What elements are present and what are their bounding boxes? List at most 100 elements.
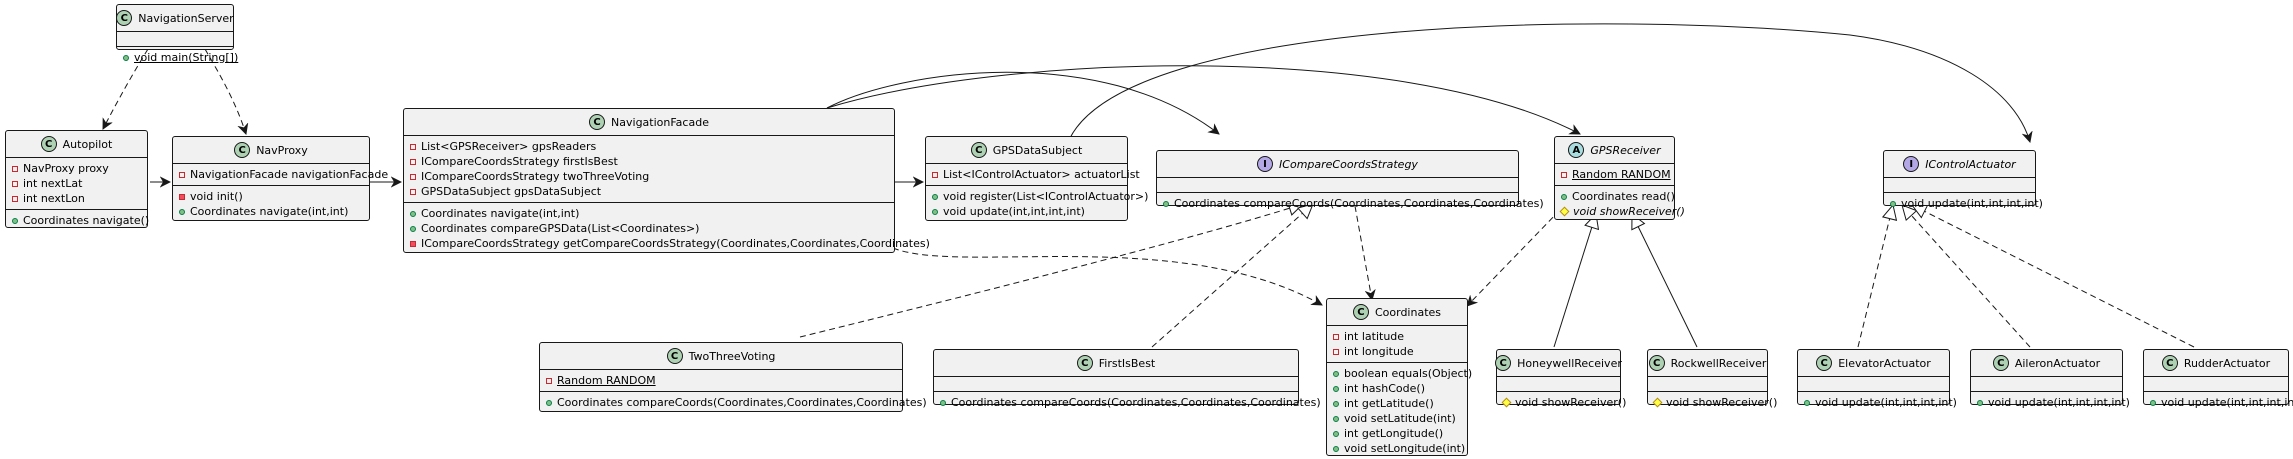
interface-name: ICompareCoordsStrategy [1279, 157, 1418, 171]
public-method-icon [1333, 400, 1339, 407]
private-field-icon [1333, 348, 1339, 355]
edge-facade-icompare [826, 71, 1219, 134]
class-name: AileronActuator [2014, 356, 2101, 370]
method: void showReceiver() [1515, 396, 1627, 409]
interface-badge-icon: I [1903, 156, 1920, 172]
public-method-icon [1333, 415, 1339, 422]
private-field-icon [12, 165, 18, 172]
method: Coordinates navigate(int,int) [190, 205, 349, 218]
class-badge-icon: C [1352, 304, 1369, 320]
method: void init() [190, 190, 243, 203]
class-badge-icon: C [589, 114, 606, 130]
public-method-icon [932, 193, 938, 200]
public-method-icon [546, 399, 552, 406]
field: List<GPSReceiver> gpsReaders [421, 140, 597, 153]
public-method-icon [1804, 399, 1810, 406]
method: int getLatitude() [1344, 397, 1434, 410]
class-badge-icon: C [666, 348, 683, 364]
edge-twothree-realizes-icompare [799, 204, 1303, 338]
class-name: NavigationFacade [611, 115, 709, 129]
class-name: GPSReceiver [1590, 143, 1661, 157]
edge-elevator-realizes-icontrol [1857, 205, 1893, 348]
method: Coordinates read() [1572, 190, 1675, 203]
public-method-icon [12, 217, 18, 224]
field: int latitude [1344, 330, 1405, 343]
method: void update(int,int,int,int) [943, 205, 1085, 218]
private-field-icon [12, 195, 18, 202]
public-method-icon [1561, 193, 1567, 200]
protected-method-icon [1501, 397, 1512, 408]
method: void main(String[]) [134, 51, 239, 64]
class-badge-icon: C [1648, 355, 1665, 371]
public-method-icon [940, 399, 946, 406]
field: NavProxy proxy [23, 162, 109, 175]
public-method-icon [410, 210, 416, 217]
class-badge-icon: C [1992, 355, 2009, 371]
public-method-icon [1890, 200, 1896, 207]
field: Random RANDOM [1572, 168, 1671, 181]
class-gps-data-subject[interactable]: C GPSDataSubject List<IControlActuator> a… [925, 136, 1148, 221]
edge-server-navproxy [204, 48, 246, 134]
class-name: TwoThreeVoting [688, 349, 776, 363]
class-honeywell-receiver[interactable]: C HoneywellReceiver void showReceiver() [1495, 349, 1626, 409]
class-badge-icon: C [1816, 355, 1833, 371]
edge-server-autopilot [103, 48, 149, 129]
class-name: FirstIsBest [1098, 356, 1156, 370]
edge-icompare-coordinates [1354, 205, 1372, 300]
class-badge-icon: C [1076, 355, 1093, 371]
interface-name: IControlActuator [1925, 157, 2016, 171]
class-name: GPSDataSubject [992, 143, 1083, 157]
field: ICompareCoordsStrategy firstIsBest [421, 155, 618, 168]
method: void setLatitude(int) [1344, 412, 1456, 425]
class-badge-icon: C [116, 10, 133, 26]
public-method-icon [1333, 385, 1339, 392]
interface-icompare-coords-strategy[interactable]: I ICompareCoordsStrategy Coordinates comp… [1156, 150, 1544, 210]
private-field-icon [179, 171, 185, 178]
field: int nextLon [23, 192, 85, 205]
public-method-icon [1163, 200, 1169, 207]
private-field-icon [932, 171, 938, 178]
method: boolean equals(Object) [1344, 367, 1473, 380]
method: Coordinates compareCoords(Coordinates,Co… [1174, 197, 1544, 210]
interface-icontrol-actuator[interactable]: I IControlActuator void update(int,int,in… [1883, 150, 2043, 210]
public-method-icon [179, 208, 185, 215]
field: int longitude [1344, 345, 1414, 358]
class-rockwell-receiver[interactable]: C RockwellReceiver void showReceiver() [1647, 349, 1777, 409]
method: void register(List<IControlActuator>) [943, 190, 1149, 203]
class-navigation-facade[interactable]: C NavigationFacade List<GPSReceiver> gpsR… [403, 108, 930, 253]
method: void setLongitude(int) [1344, 442, 1466, 455]
class-name: HoneywellReceiver [1517, 356, 1622, 370]
public-method-icon [1333, 430, 1339, 437]
class-badge-icon: C [970, 142, 987, 158]
class-name: NavProxy [256, 143, 308, 157]
field: Random RANDOM [557, 374, 656, 387]
method: ICompareCoordsStrategy getCompareCoordsS… [421, 237, 930, 250]
class-first-is-best[interactable]: C FirstIsBest Coordinates compareCoords(C… [933, 349, 1321, 409]
method: Coordinates navigate(int,int) [421, 207, 580, 220]
private-method-icon [179, 193, 185, 200]
method: void showReceiver() [1666, 396, 1778, 409]
method: void update(int,int,int,int) [1815, 396, 1957, 409]
method: Coordinates compareCoords(Coordinates,Co… [951, 396, 1321, 409]
method: void update(int,int,int,int) [2161, 396, 2293, 409]
interface-badge-icon: I [1257, 156, 1274, 172]
private-field-icon [12, 180, 18, 187]
class-name: RockwellReceiver [1670, 356, 1767, 370]
edge-facade-coordinates [892, 247, 1322, 305]
class-badge-icon: C [234, 142, 251, 158]
edge-gpsreceiver-coordinates [1467, 209, 1561, 306]
class-badge-icon: C [1495, 355, 1512, 371]
private-field-icon [1561, 171, 1567, 178]
field: List<IControlActuator> actuatorList [943, 168, 1140, 181]
method: void update(int,int,int,int) [1901, 197, 2043, 210]
